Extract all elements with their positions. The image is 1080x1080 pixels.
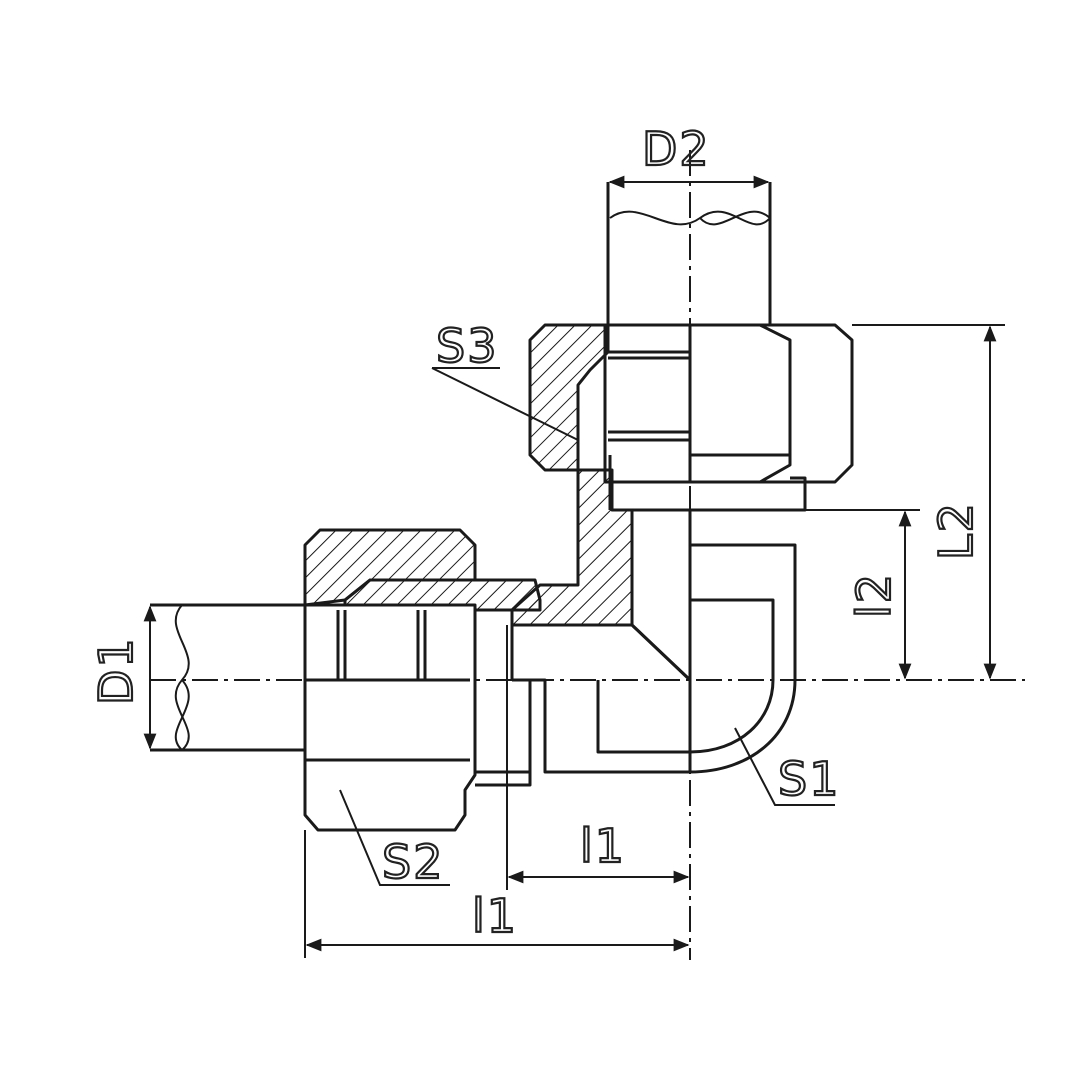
l2-short-label: l2 (847, 572, 901, 618)
elbow-body (510, 468, 807, 774)
left-tube (150, 603, 305, 752)
l1-long-label: l1 (472, 889, 518, 943)
d1-label: D1 (89, 636, 143, 705)
s3-leader (431, 367, 579, 441)
upper-tube (606, 182, 772, 330)
s2-leader (339, 789, 450, 886)
l1-short-label: l1 (580, 819, 626, 873)
d2-label: D2 (642, 122, 711, 176)
l2-long-label: L2 (929, 501, 983, 560)
s1-label: S1 (778, 752, 840, 806)
left-nut (303, 528, 542, 832)
s2-label: S2 (382, 835, 444, 889)
s3-label: S3 (436, 319, 498, 373)
s1-leader (734, 727, 835, 806)
